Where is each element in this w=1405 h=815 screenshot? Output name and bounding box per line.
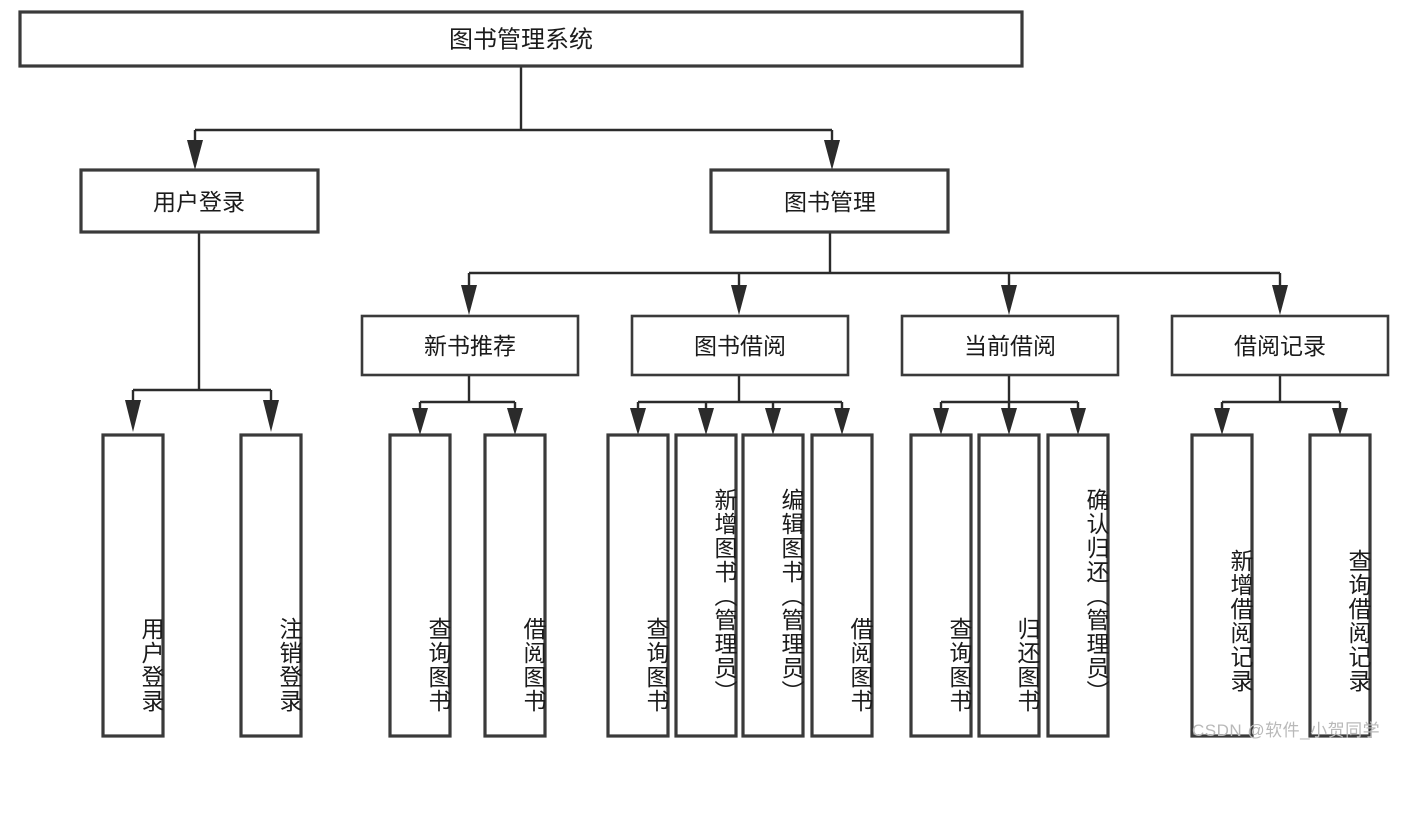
node-current-borrow-label: 当前借阅: [964, 333, 1056, 359]
arrow-head-leaf-add-book: [698, 408, 714, 435]
arrow-head-book-management: [824, 140, 840, 170]
leaf-box-add-book[interactable]: [674, 433, 738, 738]
node-book-borrow-label: 图书借阅: [694, 333, 786, 359]
node-root-box[interactable]: [18, 10, 1024, 68]
leaf-box-user-logout[interactable]: [239, 433, 303, 738]
node-current-borrow-box[interactable]: [900, 314, 1120, 377]
arrow-head-leaf-edit-book: [765, 408, 781, 435]
leaf-box-user-login[interactable]: [101, 433, 165, 738]
node-user-login-label: 用户登录: [153, 189, 245, 215]
connector-group-new-book-recommend-to-leaves: [412, 375, 523, 435]
leaf-box-query-book-1[interactable]: [388, 433, 452, 738]
arrow-head-current-borrow: [1001, 285, 1017, 315]
node-borrow-record-box[interactable]: [1170, 314, 1390, 377]
leaf-box-query-book-2[interactable]: [606, 433, 670, 738]
arrow-head-leaf-user-login: [125, 400, 141, 432]
leaf-boxes-borrow-record: [1190, 433, 1372, 738]
node-book-management-label: 图书管理: [784, 189, 876, 215]
arrow-head-leaf-return-book: [1001, 408, 1017, 435]
leaf-box-edit-book[interactable]: [741, 433, 805, 738]
node-current-borrow[interactable]: 当前借阅: [900, 314, 1120, 377]
arrow-head-leaf-query-book-1: [412, 408, 428, 435]
leaf-box-add-record[interactable]: [1190, 433, 1254, 738]
arrow-head-new-book-recommend: [461, 285, 477, 315]
node-root-label: 图书管理系统: [449, 27, 593, 54]
node-new-book-recommend-label: 新书推荐: [424, 333, 516, 359]
arrow-head-leaf-confirm-return: [1070, 408, 1086, 435]
connector-group-root-to-level1: [187, 66, 840, 170]
connector-group-user-login-to-leaves: [125, 232, 279, 432]
arrow-head-user-login: [187, 140, 203, 170]
flowchart-diagram: 图书管理系统 用户登录 图书管理 新书推荐 图书借阅 当前借阅 借阅记录: [18, 10, 1390, 740]
connector-group-book-borrow-to-leaves: [630, 375, 850, 435]
node-new-book-recommend[interactable]: 新书推荐: [360, 314, 580, 377]
diagram-canvas: 图书管理系统 用户登录 图书管理 新书推荐 图书借阅 当前借阅 借阅记录: [18, 10, 1390, 738]
node-root[interactable]: 图书管理系统: [18, 10, 1024, 68]
connector-group-current-borrow-to-leaves: [933, 375, 1086, 435]
node-new-book-recommend-box[interactable]: [360, 314, 580, 377]
leaf-box-query-record[interactable]: [1308, 433, 1372, 738]
node-borrow-record[interactable]: 借阅记录: [1170, 314, 1390, 377]
arrow-head-leaf-user-logout: [263, 400, 279, 432]
arrow-head-leaf-borrow-book-1: [507, 408, 523, 435]
leaf-boxes-book-borrow: [606, 433, 874, 738]
watermark-text: CSDN @软件_小贺同学: [1192, 721, 1381, 740]
arrow-head-leaf-query-record: [1332, 408, 1348, 435]
arrow-head-leaf-query-book-2: [630, 408, 646, 435]
node-book-management[interactable]: 图书管理: [709, 168, 950, 234]
node-book-management-box[interactable]: [709, 168, 950, 234]
arrow-head-leaf-add-record: [1214, 408, 1230, 435]
arrow-head-borrow-record: [1272, 285, 1288, 315]
arrow-head-leaf-query-book-3: [933, 408, 949, 435]
connector-group-book-management-to-level2: [461, 232, 1288, 315]
node-book-borrow-box[interactable]: [630, 314, 850, 377]
leaf-boxes-new-book-recommend: [388, 433, 547, 738]
arrow-head-leaf-borrow-book-2: [834, 408, 850, 435]
node-borrow-record-label: 借阅记录: [1234, 333, 1326, 359]
leaf-box-query-book-3[interactable]: [909, 433, 973, 738]
leaf-box-return-book[interactable]: [977, 433, 1041, 738]
leaf-box-borrow-book-2[interactable]: [810, 433, 874, 738]
leaf-box-confirm-return[interactable]: [1046, 433, 1110, 738]
leaf-boxes-user-login: [101, 433, 303, 738]
arrow-head-book-borrow: [731, 285, 747, 315]
node-user-login[interactable]: 用户登录: [79, 168, 320, 234]
leaf-boxes-current-borrow: [909, 433, 1110, 738]
node-book-borrow[interactable]: 图书借阅: [630, 314, 850, 377]
connector-group-borrow-record-to-leaves: [1214, 375, 1348, 435]
leaf-box-borrow-book-1[interactable]: [483, 433, 547, 738]
node-user-login-box[interactable]: [79, 168, 320, 234]
